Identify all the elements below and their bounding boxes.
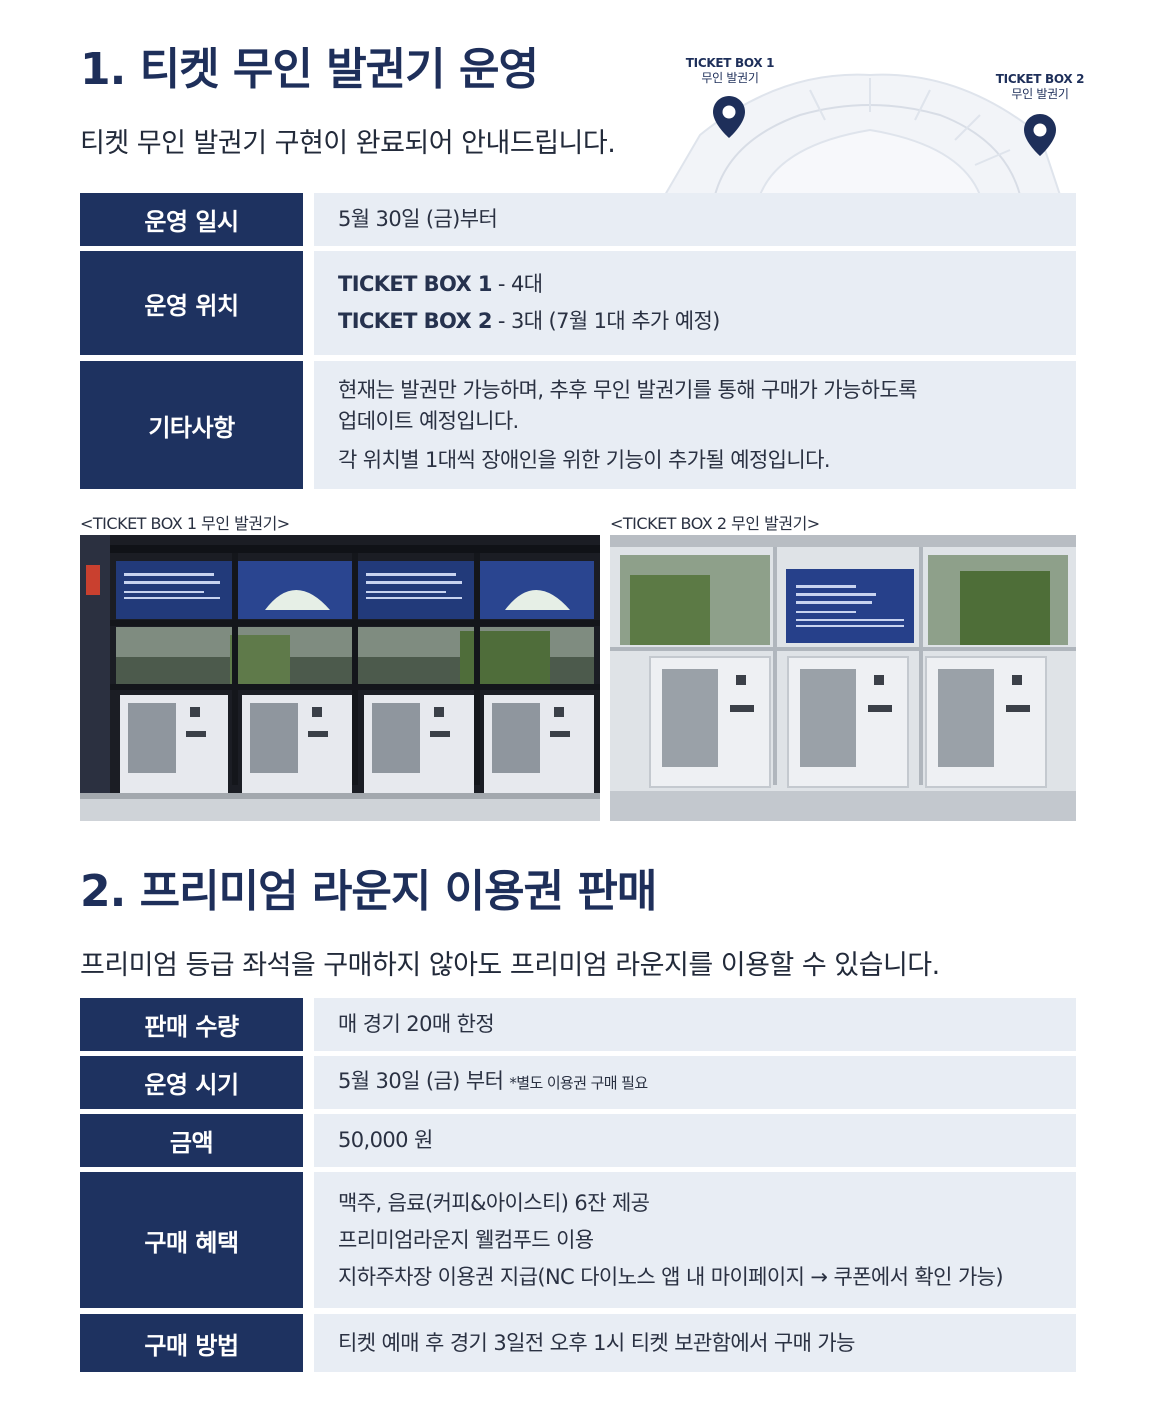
section2-lead: 프리미엄 등급 좌석을 구매하지 않아도 프리미엄 라운지를 이용할 수 있습니… bbox=[80, 950, 940, 981]
value-line: 현재는 발권만 가능하며, 추후 무인 발권기를 통해 구매가 가능하도록 bbox=[338, 377, 917, 402]
section1-title: 1. 티켓 무인 발권기 운영 bbox=[80, 44, 539, 95]
table-row: 기타사항 현재는 발권만 가능하며, 추후 무인 발권기를 통해 구매가 가능하… bbox=[80, 361, 1076, 489]
value-line: TICKET BOX 1 - 4대 bbox=[338, 266, 1076, 303]
ticket-box1-photo bbox=[80, 535, 600, 821]
value-line: 각 위치별 1대씩 장애인을 위한 기능이 추가될 예정입니다. bbox=[338, 447, 831, 472]
map-pin-icon bbox=[713, 96, 745, 138]
period-note: *별도 이용권 구매 필요 bbox=[509, 1074, 648, 1092]
box-name: TICKET BOX 1 bbox=[338, 272, 492, 296]
value-line: 프리미엄라운지 웰컴푸드 이용 bbox=[338, 1227, 594, 1252]
map-box1-title: TICKET BOX 1 bbox=[685, 56, 775, 70]
box-count: - 3대 (7월 1대 추가 예정) bbox=[491, 309, 720, 333]
row-value: TICKET BOX 1 - 4대 TICKET BOX 2 - 3대 (7월 … bbox=[314, 251, 1076, 355]
box-count: - 4대 bbox=[491, 272, 543, 296]
map-box2-title: TICKET BOX 2 bbox=[995, 72, 1085, 86]
row-label: 운영 위치 bbox=[80, 251, 303, 355]
row-label: 운영 일시 bbox=[80, 193, 303, 246]
section2-info-table: 판매 수량 매 경기 20매 한정 운영 시기 5월 30일 (금) 부터 *별… bbox=[80, 998, 1076, 1372]
section1-info-table: 운영 일시 5월 30일 (금)부터 운영 위치 TICKET BOX 1 - … bbox=[80, 193, 1076, 489]
map-box1-sub: 무인 발권기 bbox=[701, 71, 759, 85]
row-label: 구매 혜택 bbox=[80, 1172, 303, 1308]
table-row: 판매 수량 매 경기 20매 한정 bbox=[80, 998, 1076, 1051]
section1-lead: 티켓 무인 발권기 구현이 완료되어 안내드립니다. bbox=[80, 128, 616, 159]
table-row: 운영 위치 TICKET BOX 1 - 4대 TICKET BOX 2 - 3… bbox=[80, 251, 1076, 355]
row-value: 5월 30일 (금) 부터 *별도 이용권 구매 필요 bbox=[314, 1056, 1076, 1109]
value-line: 업데이트 예정입니다. bbox=[338, 408, 519, 433]
ticket-box2-photo bbox=[610, 535, 1076, 821]
table-row: 구매 방법 티켓 예매 후 경기 3일전 오후 1시 티켓 보관함에서 구매 가… bbox=[80, 1314, 1076, 1372]
row-value: 50,000 원 bbox=[314, 1114, 1076, 1167]
value-line: 티켓 예매 후 경기 3일전 오후 1시 티켓 보관함에서 구매 가능 bbox=[338, 1330, 855, 1355]
box-name: TICKET BOX 2 bbox=[338, 309, 492, 333]
map-pin-icon bbox=[1024, 114, 1056, 156]
period-text: 5월 30일 (금) 부터 bbox=[338, 1069, 504, 1093]
row-value: 현재는 발권만 가능하며, 추후 무인 발권기를 통해 구매가 가능하도록 업데… bbox=[314, 361, 1076, 489]
section2-title: 2. 프리미엄 라운지 이용권 판매 bbox=[80, 866, 657, 917]
value-line: 맥주, 음료(커피&아이스티) 6잔 제공 bbox=[338, 1190, 650, 1215]
table-row: 운영 시기 5월 30일 (금) 부터 *별도 이용권 구매 필요 bbox=[80, 1056, 1076, 1109]
row-value: 맥주, 음료(커피&아이스티) 6잔 제공 프리미엄라운지 웰컴푸드 이용 지하… bbox=[314, 1172, 1076, 1308]
row-value: 티켓 예매 후 경기 3일전 오후 1시 티켓 보관함에서 구매 가능 bbox=[314, 1314, 1076, 1372]
table-row: 운영 일시 5월 30일 (금)부터 bbox=[80, 193, 1076, 246]
row-value: 5월 30일 (금)부터 bbox=[314, 193, 1076, 246]
map-box2-sub: 무인 발권기 bbox=[1011, 87, 1069, 101]
row-label: 구매 방법 bbox=[80, 1314, 303, 1372]
value-line: 매 경기 20매 한정 bbox=[338, 1012, 495, 1036]
value-line: 50,000 원 bbox=[338, 1128, 433, 1152]
row-label: 금액 bbox=[80, 1114, 303, 1167]
stadium-map: TICKET BOX 1 무인 발권기 TICKET BOX 2 무인 발권기 bbox=[660, 30, 1085, 195]
table-row: 구매 혜택 맥주, 음료(커피&아이스티) 6잔 제공 프리미엄라운지 웰컴푸드… bbox=[80, 1172, 1076, 1308]
table-row: 금액 50,000 원 bbox=[80, 1114, 1076, 1167]
photo-caption-box1: <TICKET BOX 1 무인 발권기> bbox=[80, 514, 290, 533]
value-line: 5월 30일 (금)부터 bbox=[338, 207, 498, 231]
value-line: 지하주차장 이용권 지급(NC 다이노스 앱 내 마이페이지 → 쿠폰에서 확인… bbox=[338, 1264, 1004, 1289]
value-line: 5월 30일 (금) 부터 *별도 이용권 구매 필요 bbox=[338, 1066, 1076, 1099]
value-line: TICKET BOX 2 - 3대 (7월 1대 추가 예정) bbox=[338, 303, 1076, 340]
row-label: 판매 수량 bbox=[80, 998, 303, 1051]
photo-caption-box2: <TICKET BOX 2 무인 발권기> bbox=[610, 514, 820, 533]
row-label: 운영 시기 bbox=[80, 1056, 303, 1109]
row-value: 매 경기 20매 한정 bbox=[314, 998, 1076, 1051]
row-label: 기타사항 bbox=[80, 361, 303, 489]
